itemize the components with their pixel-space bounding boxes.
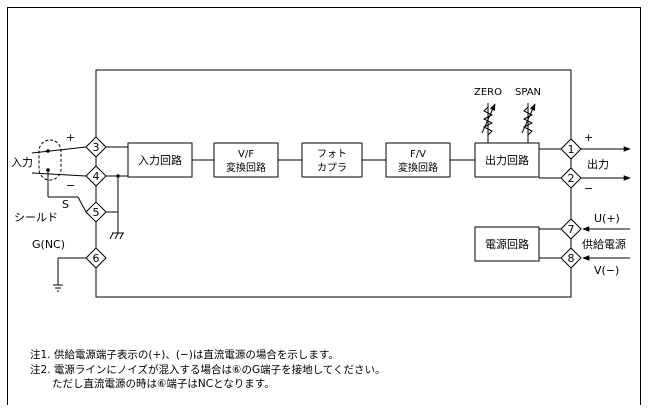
- span-adjuster: SPAN: [515, 87, 541, 143]
- note-1: 注1. 供給電源端子表示の(+)、(−)は直流電源の場合を示します。: [30, 349, 339, 361]
- supply-v-label: V(−): [594, 264, 619, 277]
- svg-text:V/F: V/F: [238, 149, 254, 160]
- svg-text:カプラ: カプラ: [317, 162, 347, 174]
- shield-ellipse: [38, 139, 62, 181]
- svg-text:4: 4: [93, 170, 100, 183]
- input-label: 入力: [11, 156, 33, 169]
- svg-text:1: 1: [568, 143, 575, 156]
- svg-text:3: 3: [93, 141, 100, 154]
- svg-text:電源回路: 電源回路: [485, 237, 529, 251]
- zero-adjuster: ZERO: [474, 87, 502, 143]
- svg-text:8: 8: [568, 252, 575, 265]
- svg-text:SPAN: SPAN: [515, 87, 541, 98]
- svg-text:ZERO: ZERO: [474, 87, 502, 98]
- svg-text:変換回路: 変換回路: [226, 161, 266, 174]
- terminal-1: 1: [560, 138, 582, 160]
- block-output-circuit: 出力回路: [474, 142, 540, 178]
- terminal-5: 5: [85, 201, 107, 223]
- input-minus-label: −: [66, 179, 75, 192]
- svg-text:出力回路: 出力回路: [485, 153, 529, 167]
- svg-text:7: 7: [568, 223, 575, 236]
- shield-s-label: S: [62, 198, 69, 211]
- junction-dot: [116, 174, 120, 178]
- terminal-3: 3: [85, 136, 107, 158]
- supply-label: 供給電源: [582, 237, 626, 251]
- output-label: 出力: [587, 157, 609, 171]
- svg-text:フォト: フォト: [317, 149, 347, 160]
- svg-text:F/V: F/V: [410, 149, 426, 160]
- terminal-7: 7: [560, 218, 582, 240]
- module-housing: [95, 69, 572, 298]
- svg-text:6: 6: [93, 252, 100, 265]
- output-wiring: [581, 146, 631, 261]
- terminal-4: 4: [85, 165, 107, 187]
- page-border: [7, 7, 641, 409]
- svg-text:入力回路: 入力回路: [138, 154, 182, 167]
- output-plus-label: +: [584, 131, 593, 144]
- notes-section: 注1. 供給電源端子表示の(+)、(−)は直流電源の場合を示します。 注2. 電…: [30, 348, 385, 392]
- supply-u-label: U(+): [594, 212, 620, 225]
- output-minus-label: −: [584, 182, 593, 195]
- terminal-6: 6: [85, 247, 107, 269]
- note-2: 注2. 電源ラインにノイズが混入する場合は⑥のG端子を接地してください。: [30, 363, 386, 376]
- shield-label: シールド: [14, 211, 58, 224]
- block-fv-converter: F/V 変換回路: [385, 142, 451, 178]
- block-input-circuit: 入力回路: [127, 142, 193, 178]
- signal-wiring: [106, 146, 561, 259]
- block-vf-converter: V/F 変換回路: [213, 142, 279, 178]
- svg-text:変換回路: 変換回路: [398, 161, 438, 174]
- g-nc-label: G(NC): [32, 238, 65, 251]
- terminal-8: 8: [560, 247, 582, 269]
- input-plus-label: +: [66, 131, 75, 144]
- block-photocoupler: フォト カプラ: [301, 142, 363, 178]
- terminal-2: 2: [560, 167, 582, 189]
- svg-text:2: 2: [568, 172, 575, 185]
- note-2-continued: ただし直流電源の時は⑥端子はNCとなります。: [52, 378, 275, 390]
- svg-text:5: 5: [93, 206, 100, 219]
- block-power-circuit: 電源回路: [474, 226, 540, 262]
